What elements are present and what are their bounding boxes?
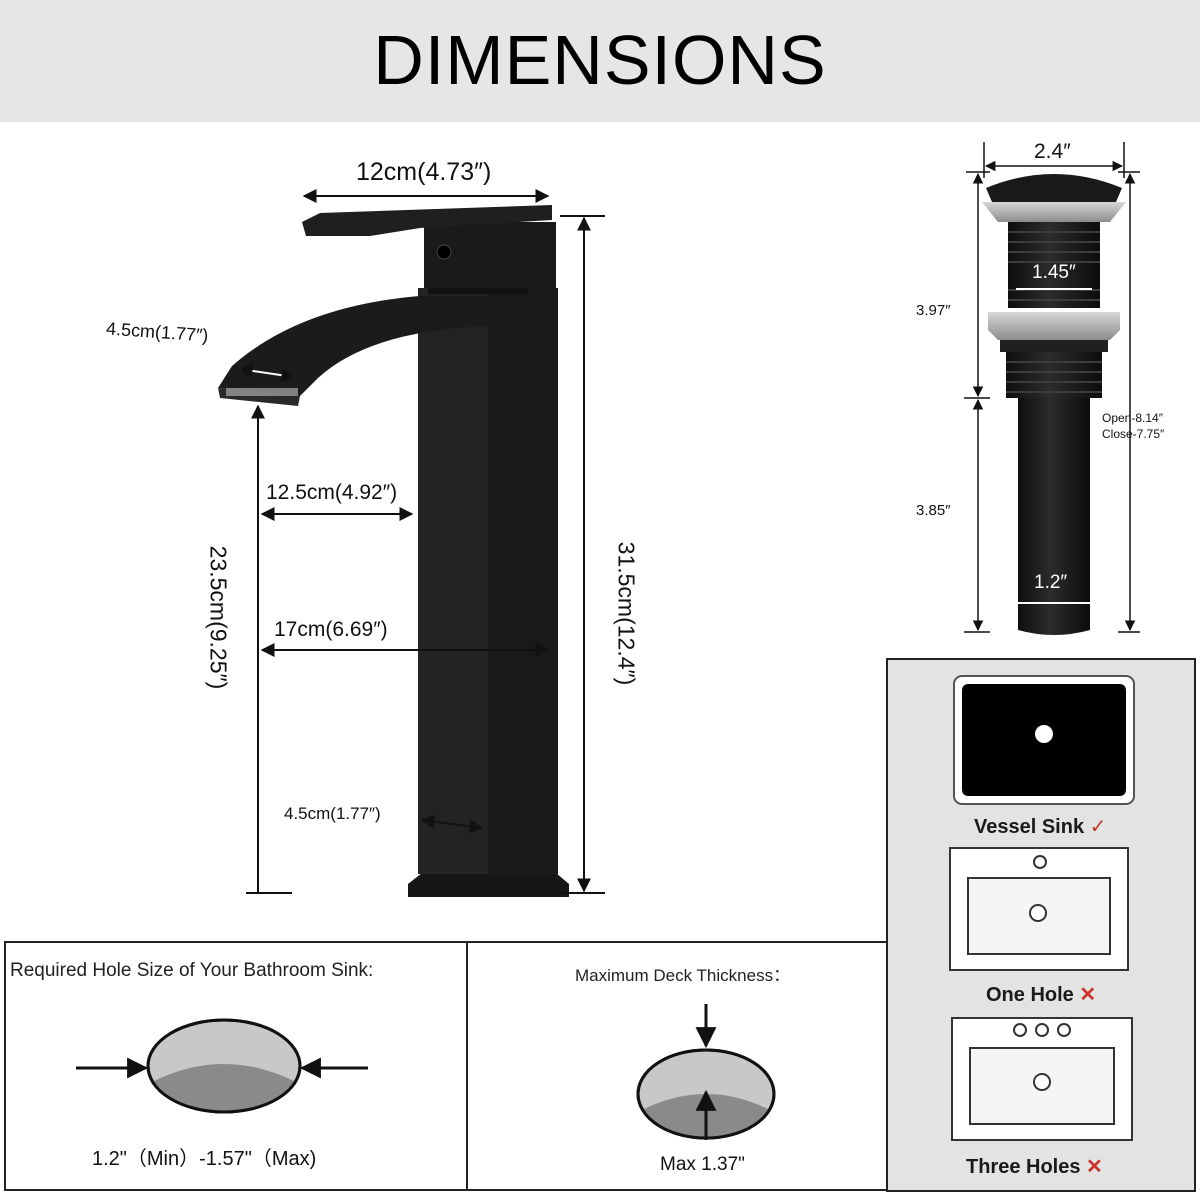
cross-icon: ✕: [1079, 984, 1097, 1006]
cross-icon: ✕: [1086, 1156, 1103, 1178]
cap-width-label: 2.4″: [1034, 140, 1071, 163]
hole-size-caption: 1.2"（Min）-1.57"（Max): [92, 1148, 317, 1170]
header-band: [0, 0, 1200, 122]
reach-outer-label: 17cm(6.69″): [274, 618, 388, 641]
deck-thickness-caption: Max 1.37": [660, 1154, 745, 1175]
sink-label-one-hole-text: One Hole: [986, 984, 1074, 1006]
thread-width-label: 1.45″: [1032, 262, 1076, 283]
hole-size-title: Required Hole Size of Your Bathroom Sink…: [10, 960, 374, 981]
spout-height-label: 23.5cm(9.25″): [205, 545, 232, 690]
sink-label-vessel-text: Vessel Sink: [974, 816, 1085, 838]
drain-illustration: [982, 174, 1126, 635]
deck-thickness-illustration: [636, 1004, 776, 1140]
sink-label-three-holes-text: Three Holes: [966, 1156, 1081, 1178]
sink-label-one-hole: One Hole ✕: [986, 982, 1096, 1007]
base-width-label: 4.5cm(1.77″): [284, 804, 381, 823]
sink-label-vessel: Vessel Sink ✓: [974, 814, 1106, 839]
close-length-label: Close-7.75″: [1102, 427, 1165, 441]
check-icon: ✓: [1089, 816, 1107, 838]
hole-size-illustration: [76, 1018, 368, 1114]
faucet-illustration: [218, 205, 569, 897]
open-length-label: Open-8.14″: [1102, 411, 1163, 425]
total-height-label: 31.5cm(12.4″): [613, 541, 640, 686]
sink-label-three-holes: Three Holes ✕: [966, 1154, 1103, 1179]
page-title: DIMENSIONS: [373, 21, 827, 99]
deck-thickness-title: Maximum Deck Thickness：: [575, 966, 791, 985]
reach-inner-label: 12.5cm(4.92″): [266, 481, 398, 504]
pipe-width-label: 1.2″: [1034, 572, 1068, 593]
top-width-label: 12cm(4.73″): [356, 158, 492, 186]
upper-height-label: 3.97″: [916, 302, 951, 319]
lower-height-label: 3.85″: [916, 502, 951, 519]
